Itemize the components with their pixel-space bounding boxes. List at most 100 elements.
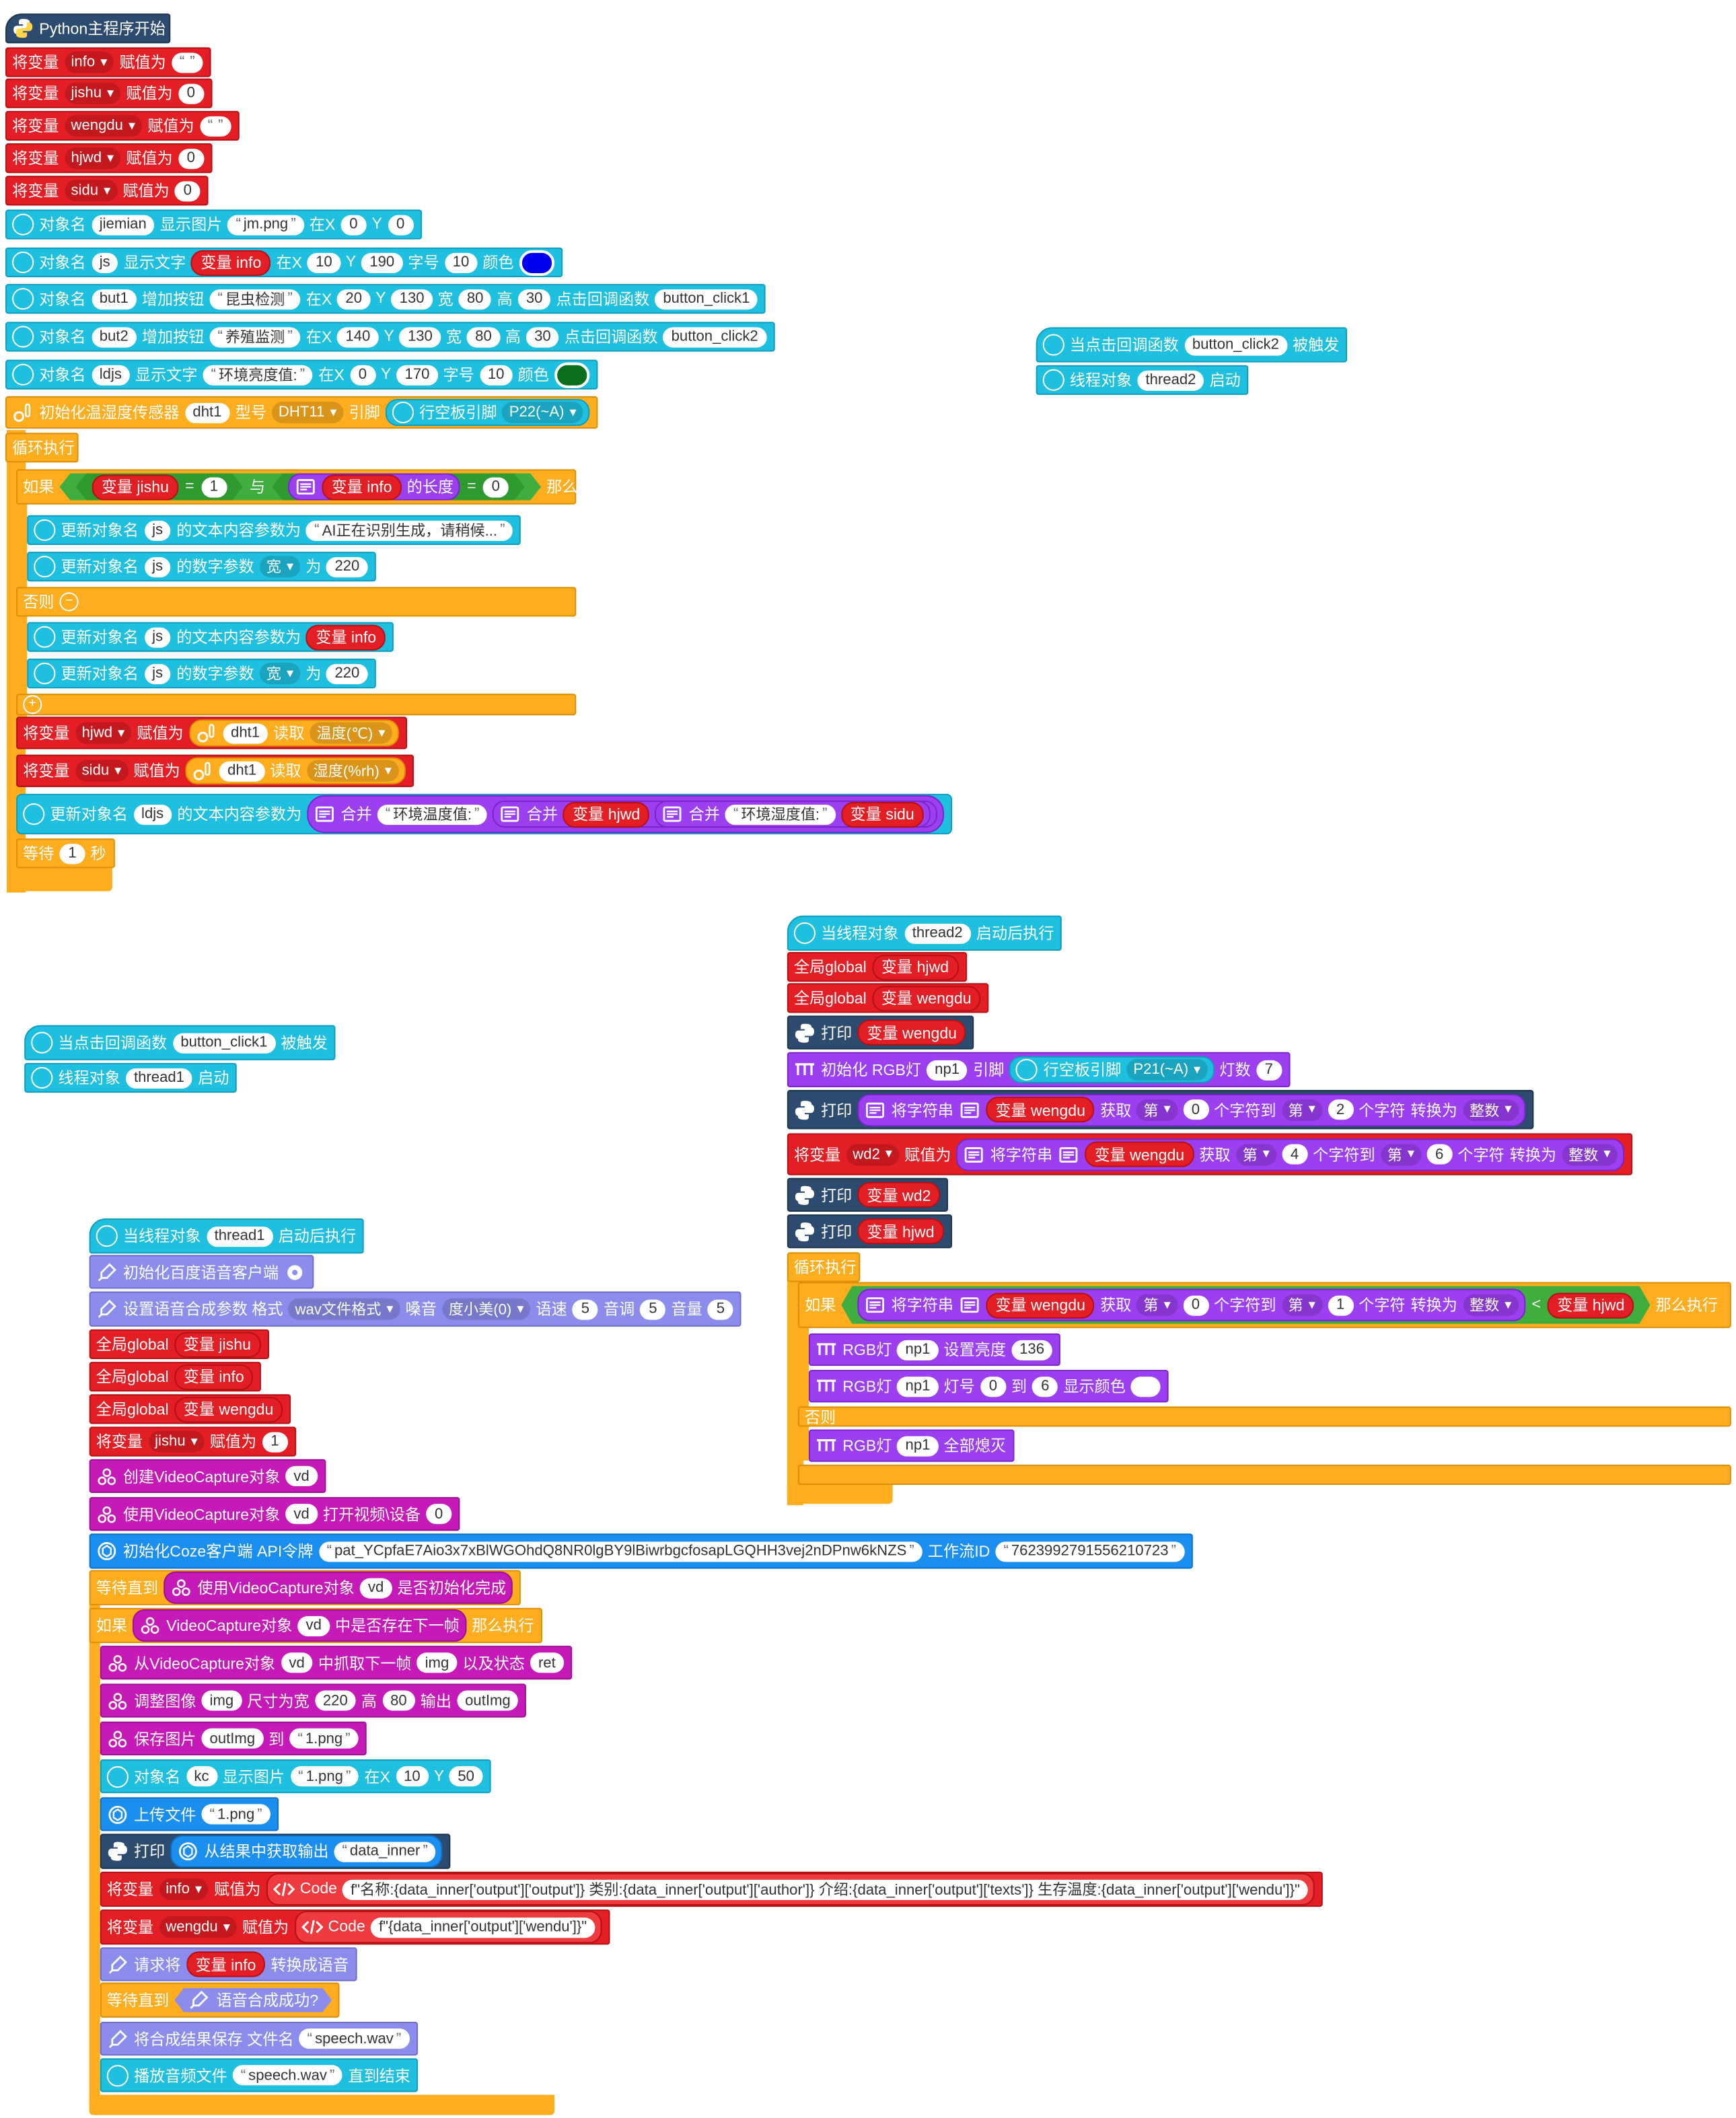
device-input[interactable]: 0 — [426, 1504, 452, 1525]
name-input[interactable]: js — [144, 626, 172, 647]
file-input[interactable]: 1.png — [290, 1766, 359, 1787]
workflow-input[interactable]: 7623992791556210723 — [995, 1541, 1184, 1562]
x-input[interactable]: 0 — [349, 364, 375, 385]
name-input[interactable]: vd — [359, 1577, 392, 1598]
var-dropdown[interactable]: hjwd — [75, 722, 132, 744]
file-input[interactable]: 1.png — [201, 1804, 270, 1825]
init-coze-block[interactable]: 初始化Coze客户端 API令牌pat_YCpfaE7Aio3x7xBlWGOh… — [89, 1533, 1193, 1569]
value-input[interactable]: 1 — [262, 1431, 288, 1452]
index-input[interactable]: 1 — [1328, 1295, 1353, 1315]
var-reporter[interactable]: 变量 info — [186, 1951, 266, 1977]
color-swatch[interactable] — [554, 361, 590, 388]
index-input[interactable]: 0 — [1183, 1295, 1208, 1315]
set-jishu-block[interactable]: 将变量jishu赋值为0 — [5, 78, 212, 108]
name-input[interactable]: vd — [281, 1652, 313, 1673]
size-input[interactable]: 10 — [479, 364, 513, 385]
upload-block[interactable]: 上传文件1.png — [100, 1797, 279, 1831]
button-text-input[interactable]: 养殖监测 — [209, 326, 301, 347]
var-reporter[interactable]: 变量 jishu — [174, 1331, 261, 1358]
name-input[interactable]: np1 — [897, 1339, 939, 1360]
value-input[interactable]: 0 — [178, 148, 204, 169]
init-baidu-block[interactable]: 初始化百度语音客户端 — [89, 1255, 314, 1289]
value-input[interactable] — [199, 115, 231, 137]
thread-input[interactable]: thread2 — [904, 922, 971, 943]
name-input[interactable]: vd — [285, 1465, 318, 1486]
width-input[interactable]: 80 — [467, 326, 500, 347]
value-input[interactable]: 220 — [326, 556, 368, 577]
name-input[interactable]: jiemian — [91, 214, 155, 235]
var-reporter[interactable]: 变量 info — [322, 474, 402, 500]
name-input[interactable]: js — [144, 519, 172, 540]
x-input[interactable]: 0 — [340, 214, 367, 235]
x-input[interactable]: 20 — [337, 289, 371, 309]
width-input[interactable]: 80 — [458, 289, 492, 309]
print-block[interactable]: 打印变量 wd2 — [787, 1177, 949, 1212]
text-input[interactable]: 环境温度值: — [377, 803, 488, 825]
var-dropdown[interactable]: jishu — [64, 82, 121, 104]
name-input[interactable]: js — [144, 663, 172, 684]
set-hjwd-block[interactable]: 将变量hjwd赋值为0 — [5, 143, 212, 174]
name-input[interactable]: but1 — [91, 289, 137, 309]
type-dropdown[interactable]: 整数 — [1463, 1294, 1518, 1316]
x-input[interactable]: 10 — [396, 1766, 429, 1787]
var-reporter[interactable]: 变量 info — [191, 249, 271, 276]
add-button2-block[interactable]: 对象名but2增加按钮养殖监测在X140Y130宽80高30点击回调函数butt… — [5, 322, 774, 352]
var-reporter[interactable]: 变量 wengdu — [986, 1097, 1095, 1123]
var-reporter[interactable]: 变量 wengdu — [1085, 1141, 1194, 1167]
equals-condition[interactable]: 变量 jishu=1 — [76, 474, 243, 501]
size-input[interactable]: 10 — [444, 252, 478, 273]
prop-dropdown[interactable]: 宽 — [259, 556, 301, 578]
var-dropdown[interactable]: hjwd — [64, 147, 121, 170]
width-input[interactable]: 220 — [314, 1690, 356, 1711]
index-input[interactable]: 2 — [1327, 1099, 1354, 1120]
show-image-block[interactable]: 对象名jiemian显示图片jm.png在X0Y0 — [5, 209, 422, 240]
color-swatch[interactable] — [1130, 1376, 1161, 1397]
var-reporter[interactable]: 变量 sidu — [840, 801, 924, 828]
image-input[interactable]: img — [201, 1690, 242, 1711]
merge-reporter[interactable]: 合并环境湿度值:变量 sidu — [655, 800, 931, 828]
nth-dropdown[interactable]: 第 — [1136, 1099, 1178, 1121]
y-input[interactable]: 130 — [399, 326, 441, 347]
height-input[interactable]: 30 — [517, 289, 551, 309]
file-input[interactable]: speech.wav — [232, 2065, 343, 2086]
prop-dropdown[interactable]: 宽 — [259, 662, 301, 685]
var-dropdown[interactable]: wengdu — [159, 1916, 237, 1938]
var-reporter[interactable]: 变量 wd2 — [857, 1181, 941, 1208]
thread-input[interactable]: thread1 — [206, 1226, 273, 1247]
y-input[interactable]: 170 — [396, 364, 438, 385]
var-reporter[interactable]: 变量 info — [174, 1364, 254, 1390]
pitch-input[interactable]: 5 — [640, 1299, 666, 1319]
name-input[interactable]: ldjs — [133, 803, 172, 825]
get-output-reporter[interactable]: 从结果中获取输出data_inner — [170, 1835, 443, 1868]
image-input[interactable]: img — [417, 1652, 458, 1673]
pin-dropdown[interactable]: P22(~A) — [502, 401, 583, 424]
var-dropdown[interactable]: sidu — [75, 760, 129, 782]
value-input[interactable]: 0 — [178, 83, 204, 104]
x-input[interactable]: 140 — [337, 326, 379, 347]
wait-until-tts-block[interactable]: 等待直到语音合成成功? — [100, 1982, 340, 2018]
callback-input[interactable]: button_click2 — [1184, 334, 1287, 355]
file-input[interactable]: 1.png — [289, 1728, 359, 1749]
value-input[interactable]: 0 — [174, 180, 201, 201]
var-reporter[interactable]: 变量 wengdu — [174, 1396, 283, 1422]
var-reporter[interactable]: 变量 hjwd — [563, 801, 650, 828]
name-input[interactable]: kc — [186, 1766, 217, 1787]
thread-input[interactable]: thread1 — [125, 1067, 193, 1089]
x-input[interactable]: 10 — [308, 252, 340, 273]
y-input[interactable]: 0 — [388, 214, 414, 235]
seconds-input[interactable]: 1 — [59, 843, 85, 864]
